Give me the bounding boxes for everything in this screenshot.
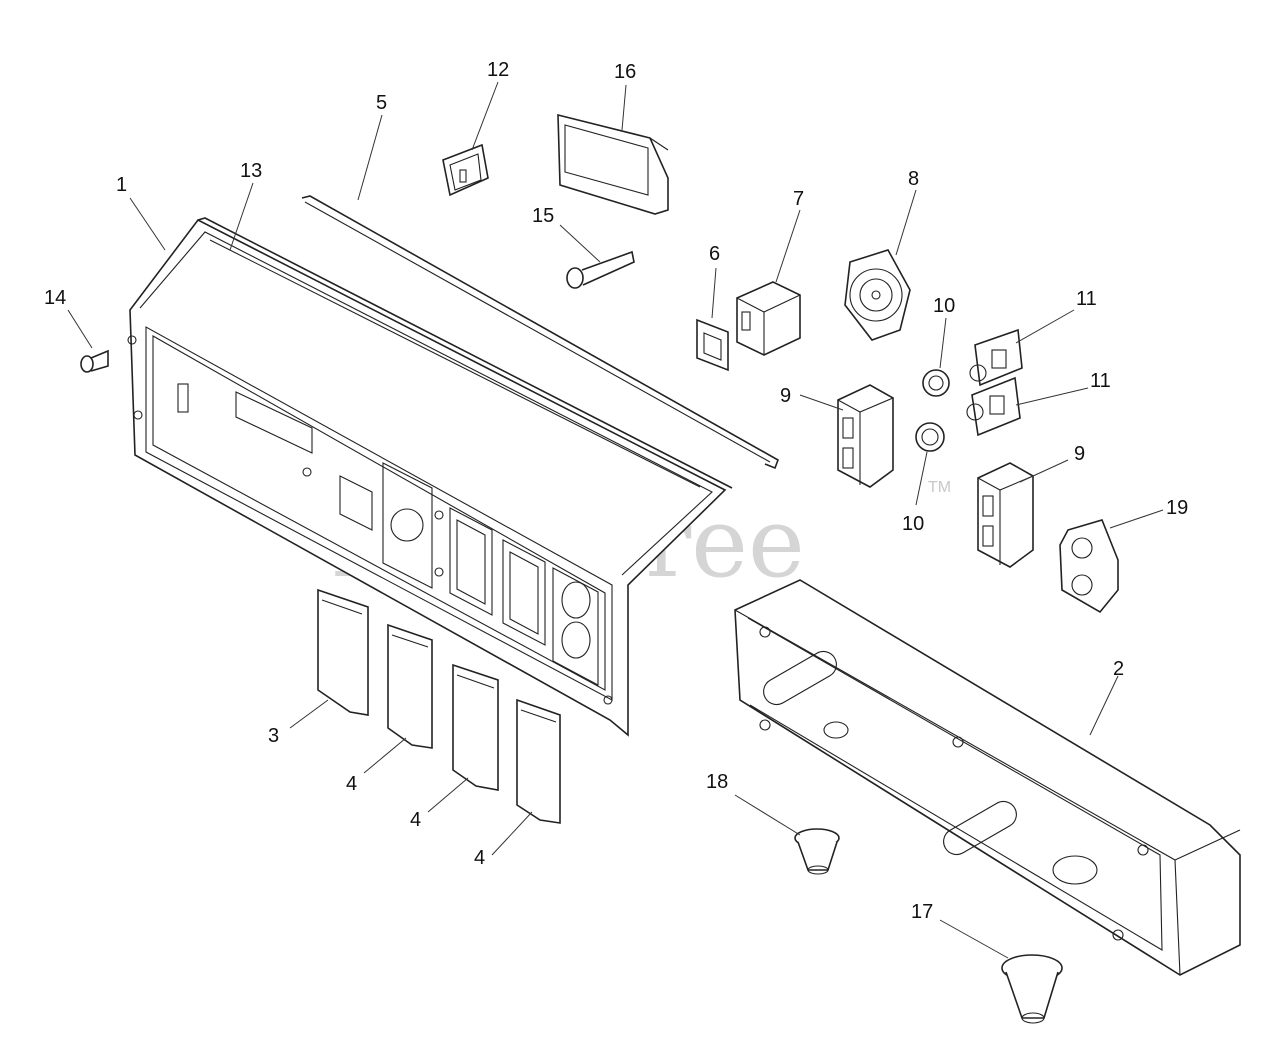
callouts: 1 2 3 4 4 4 5 6 7 8 9 9 10 10 11 11 12 1…	[44, 59, 1188, 923]
part-hour-meter-16	[557, 113, 669, 215]
part-outlet-cover-3	[317, 588, 369, 716]
part-grommet-17	[1001, 954, 1063, 1024]
callout-1: 1	[116, 174, 127, 196]
part-breaker-7	[736, 281, 801, 356]
callout-5: 5	[376, 92, 387, 114]
callout-6: 6	[709, 243, 720, 265]
callout-14: 14	[44, 287, 66, 309]
callout-4b: 4	[410, 809, 421, 831]
callout-2: 2	[1113, 658, 1124, 680]
part-breaker-11b	[966, 376, 1021, 437]
part-base-box	[734, 579, 1241, 976]
callout-16: 16	[614, 61, 636, 83]
part-rocker-switch-12	[442, 143, 489, 197]
callout-12: 12	[487, 59, 509, 81]
callout-7: 7	[793, 188, 804, 210]
callout-4a: 4	[346, 773, 357, 795]
watermark-tm: TM	[928, 479, 951, 496]
part-receptacle-8	[844, 249, 911, 341]
callout-9b: 9	[1074, 443, 1085, 465]
part-outlet-cover-4c	[516, 698, 561, 824]
leader-lines	[67, 81, 1164, 959]
callout-17: 17	[911, 901, 933, 923]
part-lamp-10a	[922, 369, 950, 397]
part-screw-14	[80, 349, 109, 373]
part-decal-13	[209, 239, 701, 488]
part-probe-15	[566, 250, 635, 289]
part-lamp-10b	[915, 422, 945, 452]
part-control-panel	[127, 217, 733, 737]
part-rod	[301, 195, 779, 470]
callout-13: 13	[240, 160, 262, 182]
part-outlet-cover-4a	[387, 623, 433, 749]
callout-11a: 11	[1076, 288, 1097, 310]
callout-11b: 11	[1090, 370, 1111, 392]
callout-19: 19	[1166, 497, 1188, 519]
callout-3: 3	[268, 725, 279, 747]
part-receptacle-9b	[977, 462, 1034, 568]
callout-8: 8	[908, 168, 919, 190]
part-switch-6	[696, 318, 729, 372]
part-receptacle-9a	[837, 384, 894, 488]
part-outlet-cover-4b	[452, 663, 499, 791]
part-grommet-18	[794, 828, 840, 875]
part-gfci-19	[1059, 519, 1119, 614]
callout-9a: 9	[780, 385, 791, 407]
callout-10a: 10	[933, 295, 955, 317]
callout-4c: 4	[474, 847, 485, 869]
callout-15: 15	[532, 205, 554, 227]
part-breaker-11a	[969, 328, 1023, 387]
callout-10b: 10	[902, 513, 924, 535]
callout-18: 18	[706, 771, 728, 793]
